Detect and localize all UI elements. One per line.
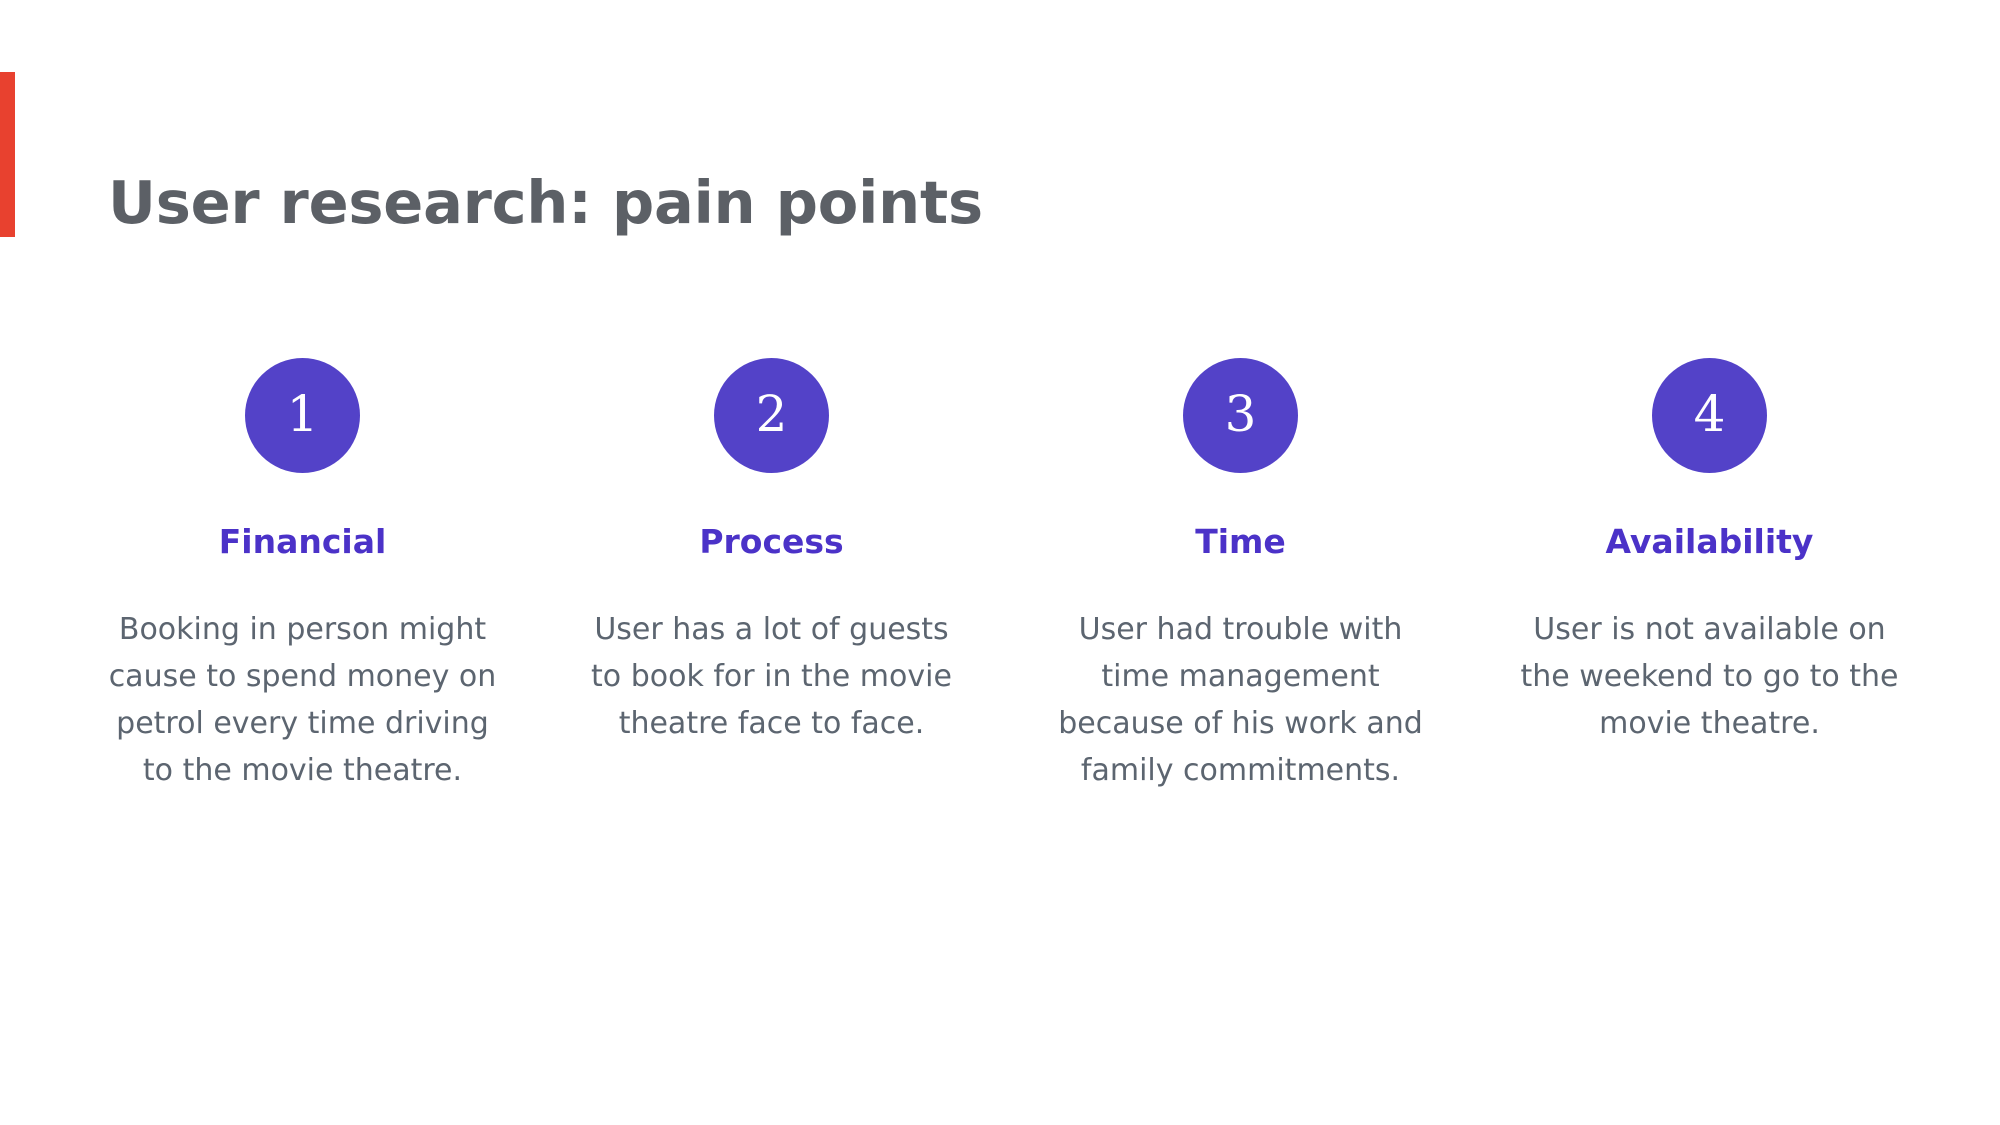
step-number: 1 [286,384,319,443]
pain-point-card: 2 Process User has a lot of guests to bo… [537,358,1006,747]
pain-point-card: 1 Financial Booking in person might caus… [68,358,537,794]
pain-points-row: 1 Financial Booking in person might caus… [68,358,1944,794]
card-body-text: User had trouble with time management be… [1058,611,1423,788]
step-badge-2: 2 [714,358,829,473]
accent-bar [0,72,15,237]
card-heading: Financial [218,522,387,561]
card-body-text: User has a lot of guests to book for in … [591,611,952,741]
pain-point-card: 3 Time User had trouble with time manage… [1006,358,1475,794]
card-heading: Time [1195,522,1286,561]
card-heading: Availability [1605,522,1814,561]
step-number: 4 [1693,384,1726,443]
card-heading: Process [699,522,844,561]
step-number: 3 [1224,384,1257,443]
step-number: 2 [755,384,788,443]
card-body-text: Booking in person might cause to spend m… [108,611,497,788]
card-body-text: User is not available on the weekend to … [1520,611,1899,741]
step-badge-4: 4 [1652,358,1767,473]
page-title: User research: pain points [108,167,983,237]
pain-point-card: 4 Availability User is not available on … [1475,358,1944,747]
step-badge-1: 1 [245,358,360,473]
step-badge-3: 3 [1183,358,1298,473]
